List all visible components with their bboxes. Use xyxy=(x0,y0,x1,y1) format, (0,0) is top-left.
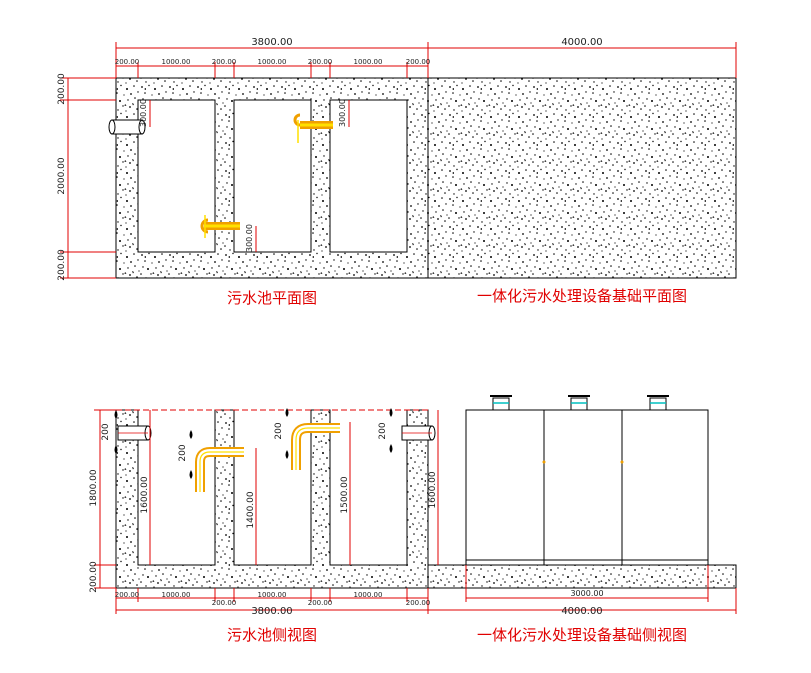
side-seg-label: 200.00 xyxy=(308,599,333,607)
equipment-plan-title: 一体化污水处理设备基础平面图 xyxy=(477,287,687,305)
pool-plan-chamber-3 xyxy=(329,99,408,253)
equipment-marker xyxy=(620,460,624,464)
equipment-marker xyxy=(542,460,546,464)
equipment-cap-icon xyxy=(647,395,669,411)
plan-left-dim-label: 2000.00 xyxy=(57,157,67,194)
elevation-marker-icon xyxy=(285,408,289,459)
plan-top-dimension-lines xyxy=(60,42,737,279)
side-bottom-total-label: 3800.00 xyxy=(251,606,292,617)
side-pipe-dim-label: 200 xyxy=(378,422,388,439)
side-seg-label: 200.00 xyxy=(115,591,140,599)
side-depth-dim-label: 1600.00 xyxy=(140,476,150,513)
side-pipe-dim-label: 200 xyxy=(178,444,188,461)
side-seg-label: 1000.00 xyxy=(354,591,383,599)
plan-left-dim-label: 200.00 xyxy=(57,73,67,105)
side-bottom-total-right-label: 4000.00 xyxy=(561,606,602,617)
inlet-pipe-icon xyxy=(117,425,152,441)
equipment-tank xyxy=(465,409,709,566)
plan-top-total-label: 3800.00 xyxy=(251,37,292,48)
plan-seg-label: 1000.00 xyxy=(162,58,191,66)
outlet-pipe-icon xyxy=(401,425,436,441)
inlet-pipe-icon xyxy=(108,119,146,135)
pool-plan-title: 污水池平面图 xyxy=(227,289,317,307)
elbow-pipe-icon xyxy=(291,423,340,470)
elevation-marker-icon xyxy=(114,410,118,454)
elbow-pipe-icon xyxy=(293,113,333,143)
equipment-width-label: 3000.00 xyxy=(570,589,603,598)
elevation-marker-icon xyxy=(189,430,193,479)
equipment-side-title: 一体化污水处理设备基础侧视图 xyxy=(477,626,687,644)
side-depth-dim-label: 1600.00 xyxy=(428,471,438,508)
plan-seg-label: 200.00 xyxy=(406,58,431,66)
equipment-cap-icon xyxy=(568,395,590,411)
plan-left-dim-label: 200.00 xyxy=(57,249,67,281)
elbow-pipe-icon xyxy=(195,447,244,492)
side-depth-dim-label: 1400.00 xyxy=(246,491,256,528)
side-depth-dim-label: 1500.00 xyxy=(340,476,350,513)
side-left-dim-label: 1800.00 xyxy=(89,469,99,506)
plan-seg-label: 200.00 xyxy=(212,58,237,66)
side-pipe-dim-label: 200 xyxy=(274,422,284,439)
side-dimension-lines xyxy=(94,409,737,614)
plan-pipe-dim-label: 300.00 xyxy=(139,99,148,127)
equipment-side-slab xyxy=(427,564,737,589)
side-seg-label: 1000.00 xyxy=(162,591,191,599)
side-seg-label: 1000.00 xyxy=(258,591,287,599)
equipment-plan-slab xyxy=(427,77,737,279)
equipment-cap-icon xyxy=(490,395,512,411)
plan-seg-label: 1000.00 xyxy=(354,58,383,66)
side-pipe-dim-label: 200 xyxy=(101,423,111,440)
side-seg-label: 200.00 xyxy=(406,599,431,607)
plan-seg-label: 1000.00 xyxy=(258,58,287,66)
elevation-marker-icon xyxy=(389,408,393,453)
side-seg-label: 200.00 xyxy=(212,599,237,607)
plan-view: 3800.00 4000.00 200.00 1000.00 200.00 10… xyxy=(57,37,737,307)
plan-seg-label: 200.00 xyxy=(115,58,140,66)
plan-pipe-dim-label: 300.00 xyxy=(245,224,254,252)
plan-top-total-right-label: 4000.00 xyxy=(561,37,602,48)
plan-seg-label: 200.00 xyxy=(308,58,333,66)
plan-pipe-dim-label: 300.00 xyxy=(338,99,347,127)
elbow-pipe-icon xyxy=(200,215,240,238)
side-view: 1800.00 200.00 1600.00 1400.00 1500.00 1… xyxy=(89,395,737,644)
pool-side-title: 污水池侧视图 xyxy=(227,626,317,644)
side-left-dim-label: 200.00 xyxy=(89,561,99,593)
